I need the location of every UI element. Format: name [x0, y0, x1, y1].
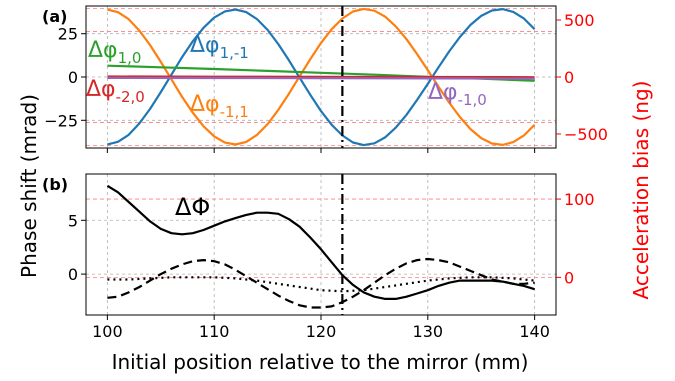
panel-label: (b)	[42, 175, 68, 194]
y2-tick-label: −500	[564, 125, 608, 144]
series-label-main: Δφ	[88, 38, 118, 63]
series-line	[106, 184, 535, 300]
y-tick-label: −25	[44, 111, 78, 130]
series-label-subscript: -2,0	[116, 88, 145, 106]
y-axis-label-right: Acceleration bias (ng)	[629, 81, 653, 300]
x-tick-label: 120	[306, 322, 337, 341]
y-axis-label-left: Phase shift (mrad)	[17, 94, 41, 278]
x-tick-label: 130	[413, 322, 444, 341]
series-label-main: Δφ	[86, 77, 116, 102]
series-line	[107, 76, 535, 80]
series-label-subscript: 1,-1	[220, 44, 249, 62]
y-tick-label: 0	[68, 265, 78, 284]
x-axis-label: Initial position relative to the mirror …	[112, 350, 529, 374]
series-label: Δφ-1,0	[428, 80, 487, 109]
y-tick-label: 5	[68, 211, 78, 230]
panel-label: (a)	[42, 7, 67, 26]
y-tick-label: 25	[58, 25, 78, 44]
x-tick-label: 110	[199, 322, 230, 341]
panel-b: 5 0 100 0 100 110 120 130 140 (b) ΔΦ	[42, 173, 595, 341]
y2-tick-label: 0	[564, 68, 574, 87]
y2-tick-label: 500	[564, 11, 595, 30]
series-label: Δφ-1,1	[190, 92, 249, 121]
plot-frame	[85, 173, 557, 316]
series-line	[107, 7, 536, 146]
series-label-main: Δφ	[190, 33, 220, 58]
series-label: Δφ1,0	[88, 38, 141, 67]
x-tick-label: 140	[519, 322, 550, 341]
series-label-main: Δφ	[428, 80, 458, 105]
series-label-subscript: 1,0	[118, 49, 142, 67]
series-label: ΔΦ	[175, 193, 210, 221]
series-label-subscript: -1,0	[458, 91, 487, 109]
series-line	[107, 75, 535, 79]
y2-tick-label: 100	[564, 190, 595, 209]
series-line	[107, 257, 535, 309]
series-label: Δφ-2,0	[86, 77, 145, 106]
series-label-main: ΔΦ	[175, 193, 210, 221]
series-line	[107, 8, 536, 147]
x-tick-label: 100	[92, 322, 123, 341]
series-label-subscript: -1,1	[220, 103, 249, 121]
series-label: Δφ1,-1	[190, 33, 249, 62]
series-group	[106, 184, 535, 309]
series-label-main: Δφ	[190, 92, 220, 117]
y2-tick-label: 0	[564, 268, 574, 287]
y-tick-label: 0	[68, 68, 78, 87]
series-group	[107, 7, 536, 147]
